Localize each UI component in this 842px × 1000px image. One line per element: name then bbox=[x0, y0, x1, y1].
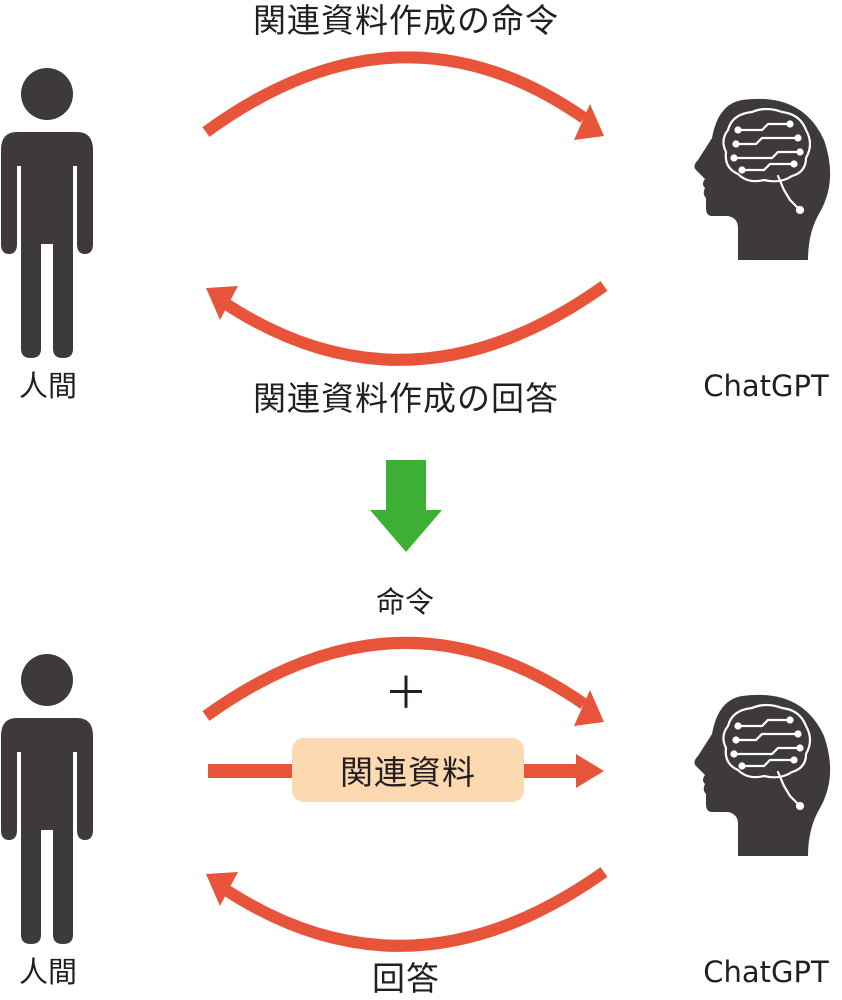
answer-arrow-bottom bbox=[206, 867, 608, 952]
person-icon-bottom bbox=[1, 654, 93, 944]
bottom-ai-label: ChatGPT bbox=[703, 955, 829, 989]
bottom-human-label: 人間 bbox=[18, 955, 78, 989]
top-answer-label: 関連資料作成の回答 bbox=[253, 379, 559, 418]
material-box: 関連資料 bbox=[292, 738, 524, 802]
plus-label: ＋ bbox=[384, 668, 428, 719]
ai-head-icon-bottom bbox=[694, 694, 831, 856]
command-arrow-top bbox=[202, 51, 604, 140]
command-arrow-bottom bbox=[202, 636, 604, 726]
ai-head-icon-top bbox=[694, 98, 831, 260]
material-label: 関連資料 bbox=[340, 753, 476, 792]
top-ai-label: ChatGPT bbox=[703, 369, 829, 403]
bottom-answer-label: 回答 bbox=[372, 959, 440, 998]
answer-arrow-top bbox=[206, 281, 608, 366]
person-icon-top bbox=[1, 68, 93, 358]
top-command-label: 関連資料作成の命令 bbox=[253, 1, 559, 40]
bottom-command-label: 命令 bbox=[375, 585, 435, 619]
down-arrow-icon bbox=[370, 460, 442, 552]
top-human-label: 人間 bbox=[18, 369, 78, 403]
material-arrow-bottom bbox=[208, 754, 604, 788]
